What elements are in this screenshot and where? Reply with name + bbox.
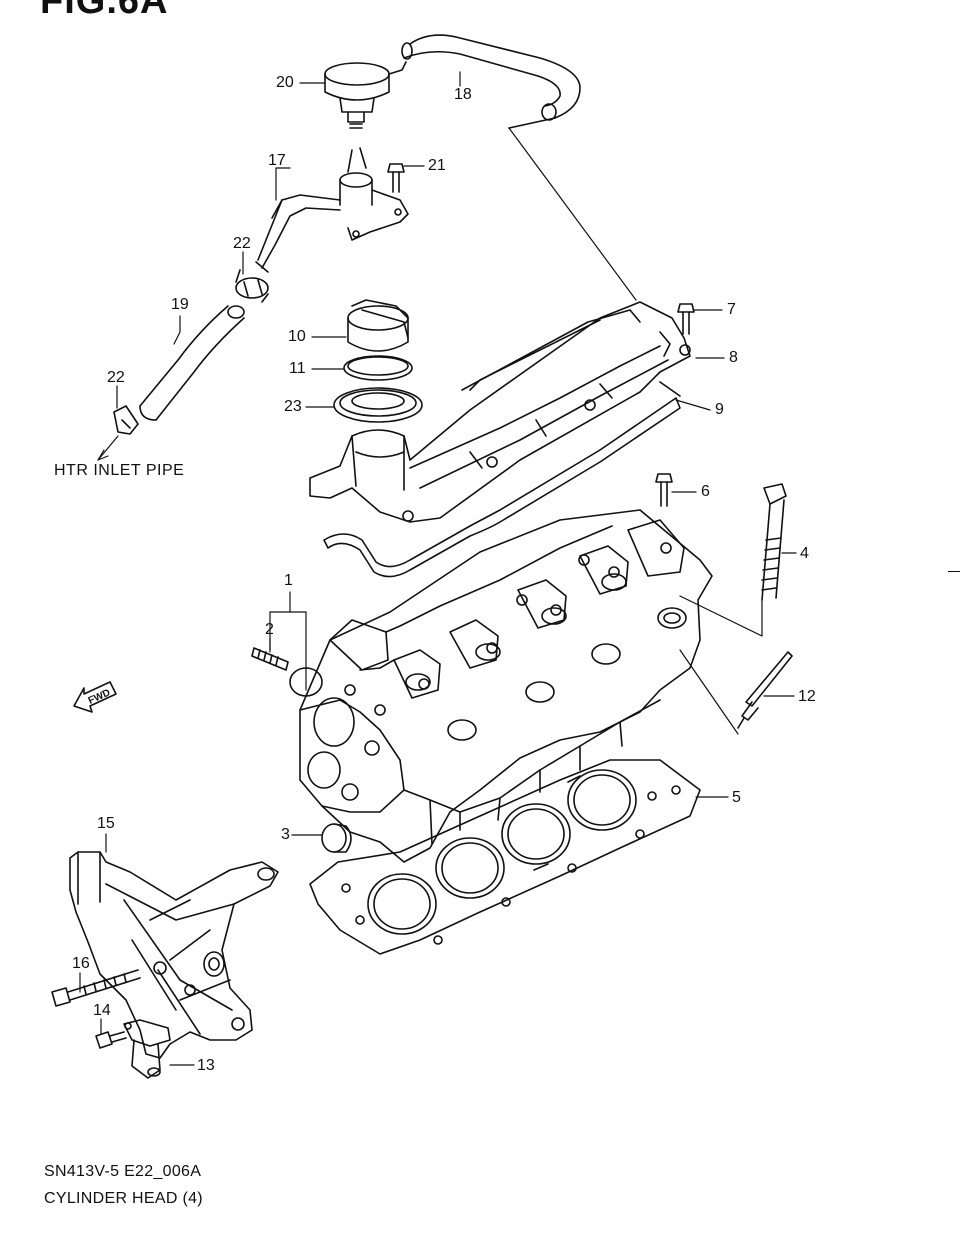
callout-13: 13: [197, 1057, 215, 1074]
callout-22-lower: 22: [107, 369, 125, 386]
oil-filler-cap-part: [347, 299, 409, 352]
callout-15: 15: [97, 815, 115, 832]
seal-23-part: [333, 387, 423, 423]
hose-clamp-upper-part: [235, 269, 269, 303]
leader-4-to-head: [679, 595, 763, 637]
breather-hose-part: [401, 34, 581, 129]
callout-18: 18: [454, 86, 472, 103]
callout-3: 3: [281, 826, 290, 843]
bolt-6-part: [655, 473, 673, 507]
sensor-13-part: [123, 1019, 171, 1079]
callout-7: 7: [727, 301, 736, 318]
callout-2: 2: [265, 621, 274, 638]
callout-8: 8: [729, 349, 738, 366]
stud-2-part: [251, 647, 289, 671]
cylinder-head-part: [289, 509, 713, 863]
hose-clamp-lower-part: [113, 405, 139, 435]
callout-1: 1: [284, 572, 293, 589]
breather-pipe-part: [255, 147, 409, 273]
callout-21: 21: [428, 157, 446, 174]
breather-cap-part: [324, 61, 407, 129]
callout-6: 6: [701, 483, 710, 500]
bolt-7-part: [677, 303, 695, 335]
fwd-arrow-icon: [73, 681, 117, 713]
page-edge-mark: [948, 571, 960, 572]
callout-16: 16: [72, 955, 90, 972]
o-ring-11-part: [343, 355, 413, 381]
leader-12-to-head: [679, 649, 739, 735]
callout-22-upper: 22: [233, 235, 251, 252]
callout-4: 4: [800, 545, 809, 562]
callout-19: 19: [171, 296, 189, 313]
leader-18-to-cover: [508, 127, 637, 301]
diagram-code: SN413V-5 E22_006A: [44, 1163, 202, 1180]
callout-5: 5: [732, 789, 741, 806]
callout-11: 11: [289, 360, 306, 377]
callout-23: 23: [284, 398, 302, 415]
htr-arrow-line: [97, 435, 119, 461]
callout-17: 17: [268, 152, 286, 169]
head-bolt-4-part: [761, 483, 787, 601]
htr-inlet-pipe-note: HTR INLET PIPE: [54, 462, 185, 479]
head-gasket-5-part: [309, 759, 701, 955]
bolt-21-part: [387, 163, 405, 193]
callout-12: 12: [798, 688, 816, 705]
figure-title: FIG.6A: [40, 0, 169, 22]
htr-arrow-head: [97, 449, 109, 461]
head-cover-gasket-part: [323, 381, 681, 578]
callout-leader-lines: [79, 71, 797, 1066]
bolt-14-part: [95, 1031, 127, 1049]
callout-10: 10: [288, 328, 306, 345]
bracket-15-part: [69, 851, 279, 1059]
hose-19-part: [139, 305, 245, 421]
callout-14: 14: [93, 1002, 111, 1019]
callout-20: 20: [276, 74, 294, 91]
diagram-caption: CYLINDER HEAD (4): [44, 1190, 203, 1207]
plug-3-part: [321, 823, 352, 853]
callout-9: 9: [715, 401, 724, 418]
glow-plug-12-part: [737, 651, 793, 729]
cylinder-head-cover-part: [309, 301, 691, 523]
